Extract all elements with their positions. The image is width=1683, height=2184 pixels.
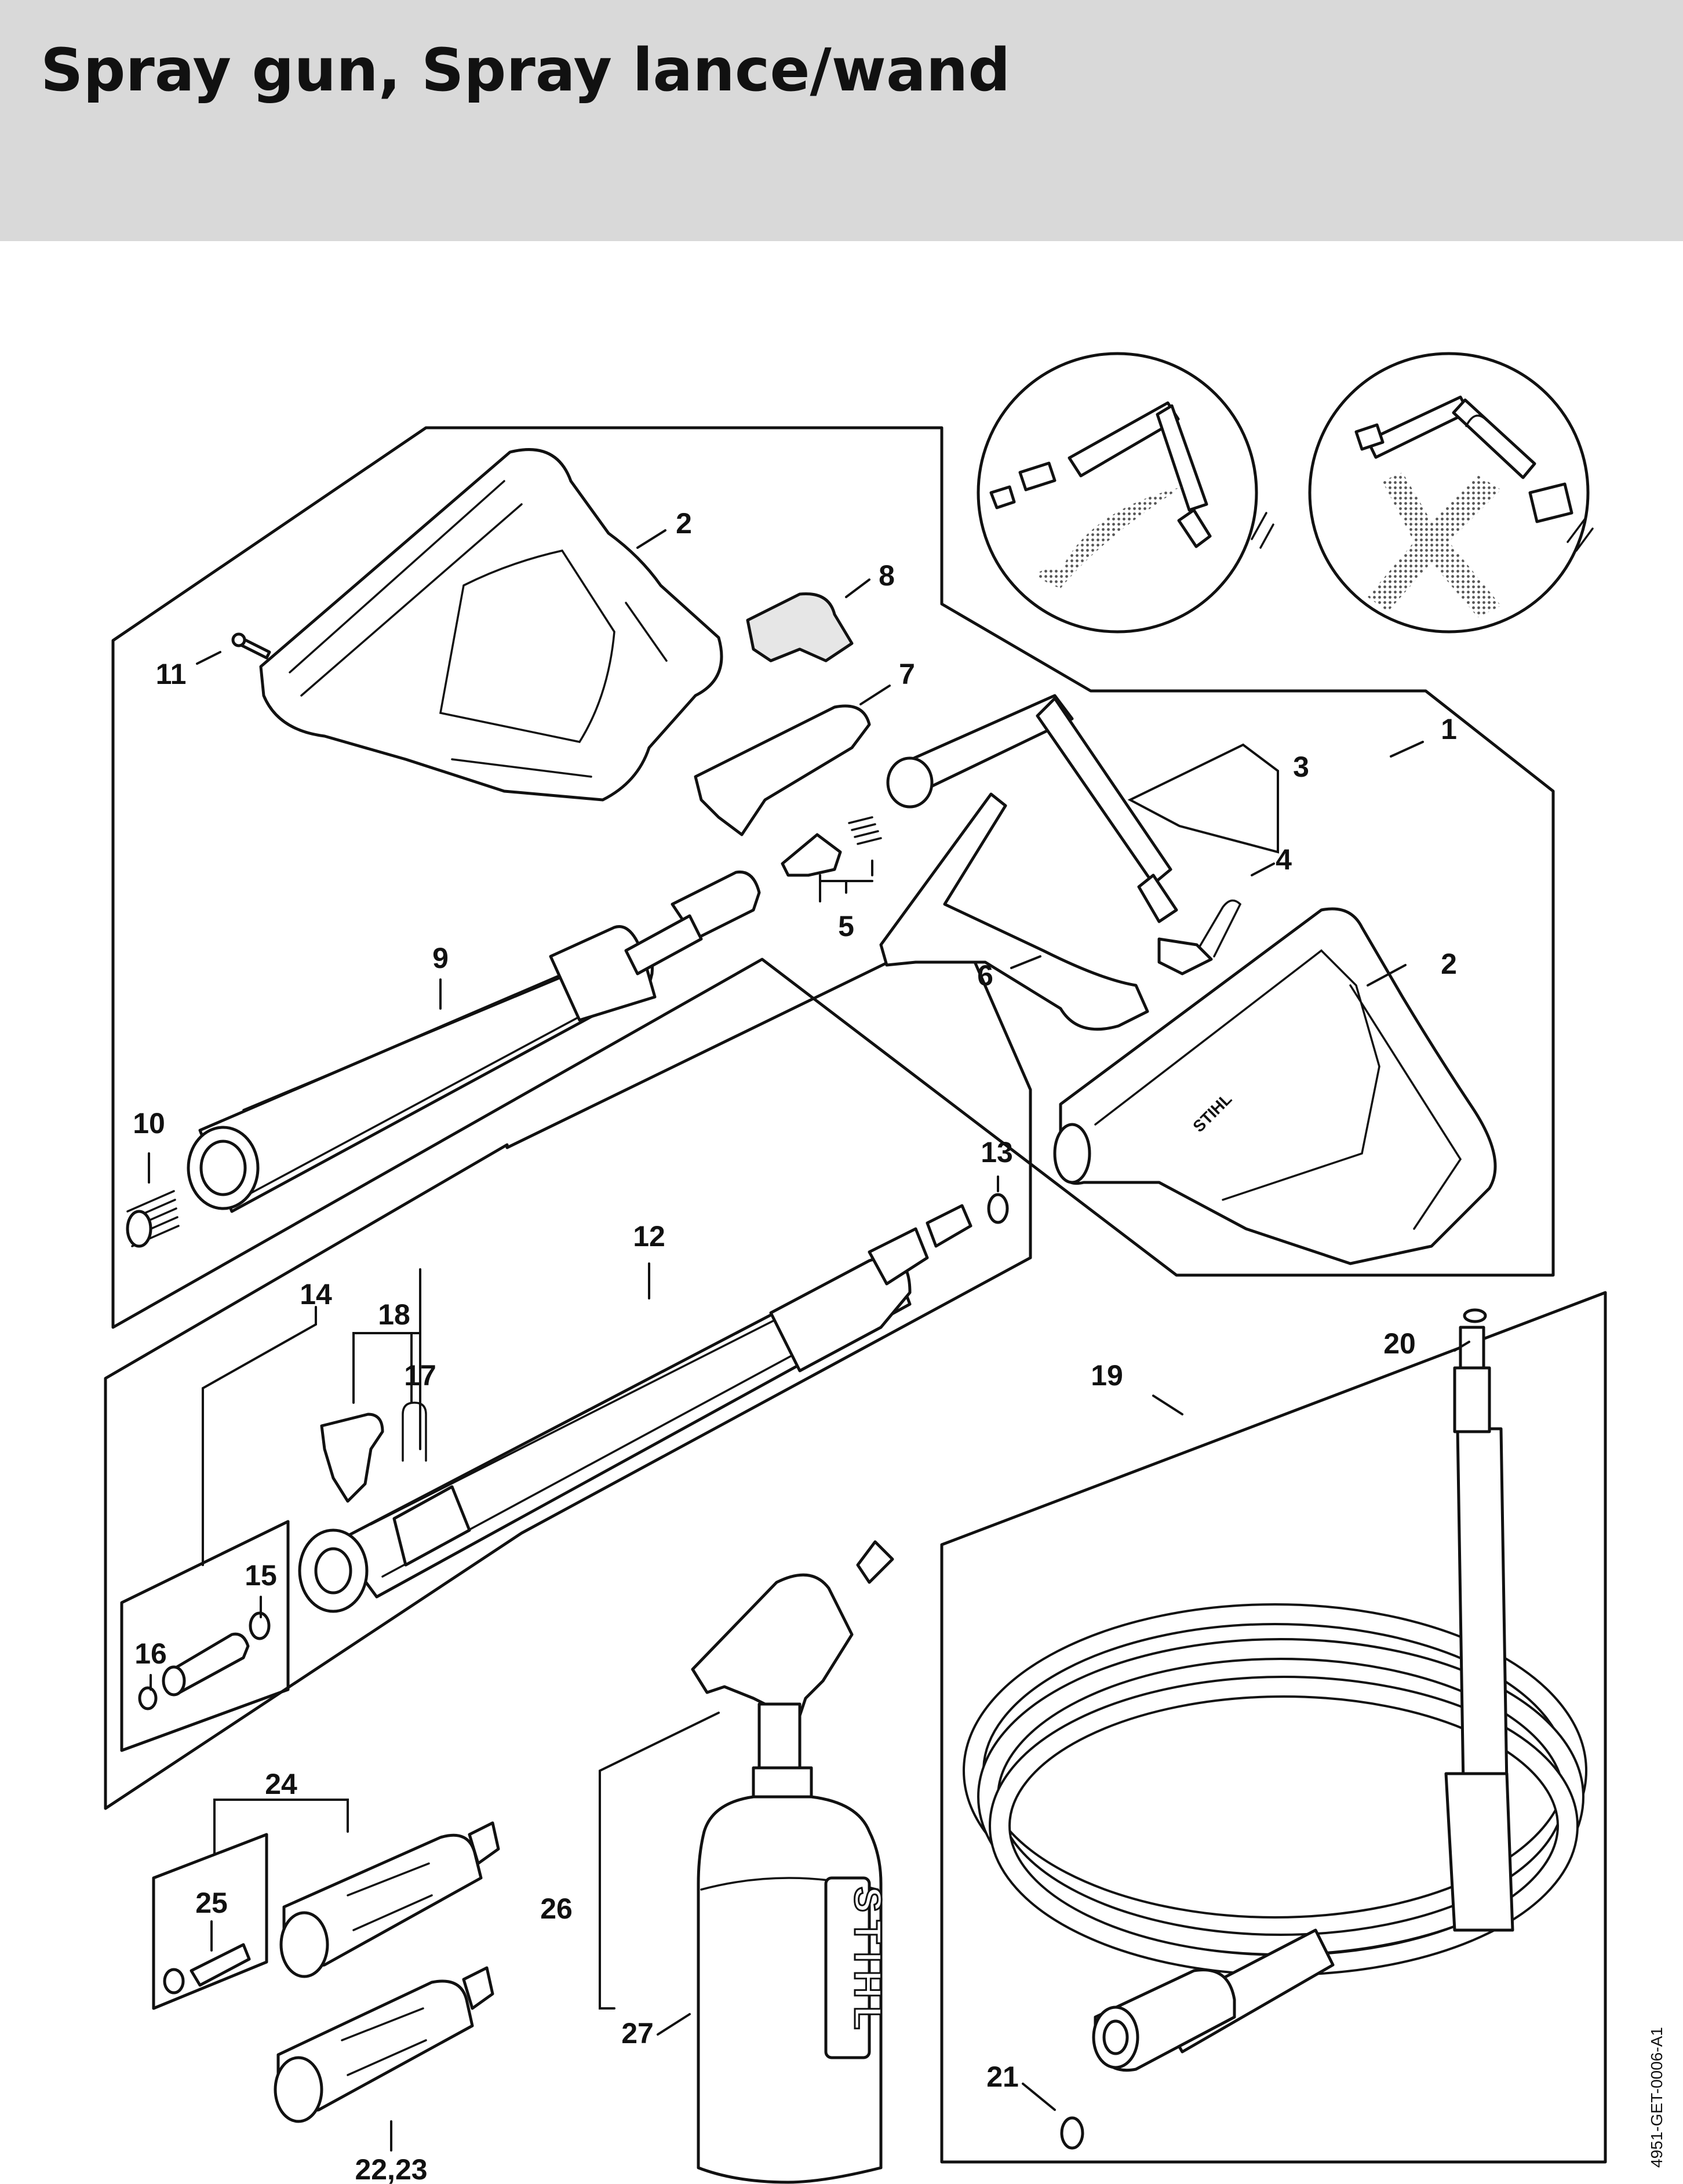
- page-title: Spray gun, Spray lance/wand: [41, 36, 1011, 105]
- callout-20: 20: [1383, 1327, 1416, 1360]
- callout-15: 15: [245, 1559, 277, 1592]
- callout-6: 6: [977, 959, 993, 992]
- callout-13: 13: [981, 1136, 1013, 1169]
- spring-part: [126, 1190, 180, 1248]
- nozzle-tip-part: [163, 1943, 251, 1994]
- callout-19: 19: [1091, 1359, 1123, 1392]
- callout-24: 24: [265, 1768, 297, 1800]
- callout-7: 7: [899, 658, 915, 690]
- valve-body-part: [886, 694, 1178, 923]
- gun-barrel-part: [187, 870, 761, 1213]
- spray-lance-group-outline: [104, 926, 1032, 1810]
- bottle-brand-label: STIHL: [847, 1887, 890, 2038]
- nozzle-insert-part: [138, 1611, 271, 1710]
- spray-lance-part: [298, 1204, 972, 1613]
- correct-assembly-inset: [977, 352, 1274, 634]
- callout-25: 25: [195, 1887, 228, 1919]
- callout-5: 5: [838, 910, 854, 942]
- check-mark-icon: [1036, 487, 1182, 588]
- handle-shell-right-half: STIHL: [1053, 907, 1497, 1265]
- rotary-nozzle-part: [279, 1821, 500, 1978]
- callout-labels: 1 2 2 3 4 5 6 7 8 9 10 11 12 13 14 15 16…: [133, 507, 1457, 2184]
- callout-16: 16: [134, 1637, 167, 1670]
- screw-part: [231, 632, 271, 660]
- high-pressure-hose-part: [963, 1326, 1587, 2072]
- callout-10: 10: [133, 1107, 165, 1140]
- trigger-lock-part: [694, 704, 871, 836]
- callout-3: 3: [1293, 751, 1309, 783]
- callout-8: 8: [879, 559, 895, 592]
- header-banner: Spray gun, Spray lance/wand: [0, 0, 1683, 241]
- callout-22-23: 22,23: [355, 2153, 427, 2184]
- callout-4: 4: [1276, 843, 1292, 876]
- trigger-part: [879, 792, 1149, 1031]
- callout-11: 11: [156, 658, 187, 690]
- handle-shell-left-half: [259, 448, 723, 802]
- callout-2-upper: 2: [676, 507, 692, 540]
- lock-button-part: [746, 592, 854, 663]
- nozzle-kit-outline: [152, 1833, 268, 2010]
- callout-12: 12: [633, 1220, 665, 1253]
- retainer-clip-part: [402, 1402, 427, 1462]
- callout-18: 18: [378, 1298, 410, 1331]
- flat-jet-nozzle-part: [274, 1966, 494, 2123]
- o-ring-part: [987, 1193, 1009, 1224]
- clip-part: [1193, 899, 1242, 958]
- callout-26: 26: [540, 1892, 573, 1925]
- callout-27: 27: [621, 2017, 654, 2050]
- hose-o-ring-bottom-part: [1060, 2116, 1084, 2150]
- callout-1: 1: [1441, 713, 1457, 745]
- reference-code: 4951-GET-0006-A1: [1648, 2027, 1666, 2168]
- clip-holder-part: [1157, 937, 1213, 975]
- callout-14: 14: [300, 1278, 332, 1311]
- callout-21: 21: [986, 2061, 1019, 2093]
- hose-group-outline: [940, 1291, 1607, 2164]
- spray-gun-group-outline: [111, 426, 1555, 1329]
- incorrect-assembly-inset: [1308, 352, 1594, 634]
- holder-part: [320, 1413, 384, 1503]
- valve-part: [781, 816, 882, 877]
- hose-o-ring-top-part: [1463, 1308, 1487, 1323]
- x-mark-icon: [1368, 472, 1501, 617]
- leader-lines: [148, 529, 1470, 2152]
- callout-9: 9: [432, 942, 449, 974]
- callout-17: 17: [404, 1359, 436, 1392]
- callout-2-lower: 2: [1441, 948, 1457, 980]
- foam-bottle-part: STIHL: [691, 1540, 894, 2184]
- nozzle-subgroup-outline: [120, 1520, 290, 1752]
